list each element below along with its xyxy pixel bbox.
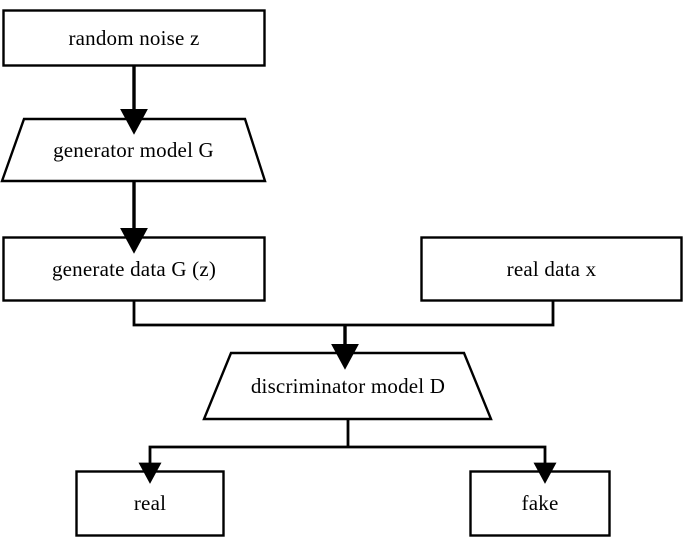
node-shape-discriminator-model-d — [202, 351, 493, 421]
node-shape-fake — [469, 470, 611, 537]
edge-generated-data-to-discriminator — [132, 301, 345, 327]
node-shape-random-noise-z — [2, 9, 266, 67]
edge-discriminator-to-fake — [348, 445, 557, 484]
edge-discriminator-to-real — [138, 445, 348, 484]
node-shape-real-data-x — [420, 236, 683, 302]
node-shape-real — [75, 470, 225, 537]
node-shape-generator-model-g — [0, 117, 267, 183]
edge-real-data-to-discriminator — [345, 301, 555, 327]
node-shape-generate-data-gz — [2, 236, 266, 302]
